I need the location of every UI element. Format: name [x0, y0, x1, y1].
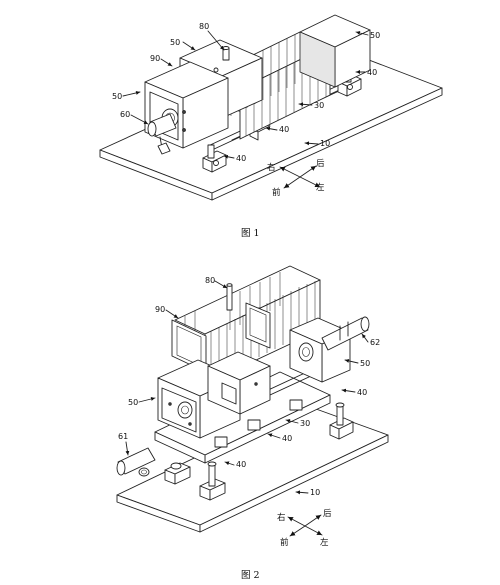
direction-back: 后	[316, 158, 325, 169]
pin-80	[226, 283, 233, 311]
label-40-front: 40	[236, 154, 246, 163]
label-50-left: 50	[128, 398, 138, 407]
figure-2: 80 90 62 50 40 50 30 61 40 40 10	[116, 265, 389, 581]
direction-front: 前	[272, 187, 281, 198]
direction-right: 右	[277, 512, 286, 523]
orientation-indicator-1: 右 后 前 左	[267, 158, 325, 198]
label-10: 10	[310, 488, 320, 497]
figure-2-caption: 图 2	[241, 570, 260, 581]
actuator-rod-61	[116, 447, 156, 477]
label-40-mid: 40	[279, 125, 289, 134]
base-bracket-40-back	[329, 402, 354, 440]
support-bracket-40-front	[202, 144, 227, 173]
base-bracket-40-front	[199, 461, 226, 501]
label-10: 10	[320, 139, 330, 148]
label-62: 62	[370, 338, 380, 347]
label-40-low: 40	[236, 460, 246, 469]
base-bracket-40-front-left	[164, 462, 191, 485]
label-30: 30	[300, 419, 310, 428]
end-housing-50-right	[299, 14, 371, 88]
center-block	[207, 351, 271, 415]
label-61: 61	[118, 432, 128, 441]
label-90: 90	[150, 54, 160, 63]
base-plate-10	[116, 404, 389, 533]
labels-figure-2: 80 90 62 50 40 50 30 61 40 40 10	[118, 276, 380, 497]
labels-figure-1: 80 50 50 90 40 50 30 60 40 10 40	[112, 22, 380, 163]
figure-1-caption: 图 1	[241, 228, 260, 239]
end-housing-50-right	[289, 317, 351, 383]
label-40-right: 40	[357, 388, 367, 397]
label-30: 30	[314, 101, 324, 110]
figure-1: 80 50 50 90 40 50 30 60 40 10 40	[99, 14, 443, 239]
actuator-rod-62	[321, 316, 370, 351]
label-40-mid: 40	[282, 434, 292, 443]
label-80: 80	[199, 22, 209, 31]
label-50-right: 50	[360, 359, 370, 368]
orientation-indicator-2: 右 后 前 左	[277, 508, 332, 548]
direction-back: 后	[323, 508, 332, 519]
direction-right: 右	[267, 162, 276, 173]
direction-left: 左	[316, 182, 325, 193]
label-50-right: 50	[370, 31, 380, 40]
label-60: 60	[120, 110, 130, 119]
actuator-rod-60	[147, 113, 177, 155]
label-40-right: 40	[367, 68, 377, 77]
label-50-left: 50	[112, 92, 122, 101]
label-80: 80	[205, 276, 215, 285]
direction-front: 前	[280, 537, 289, 548]
label-90: 90	[155, 305, 165, 314]
direction-left: 左	[320, 537, 329, 548]
label-50-top: 50	[170, 38, 180, 47]
